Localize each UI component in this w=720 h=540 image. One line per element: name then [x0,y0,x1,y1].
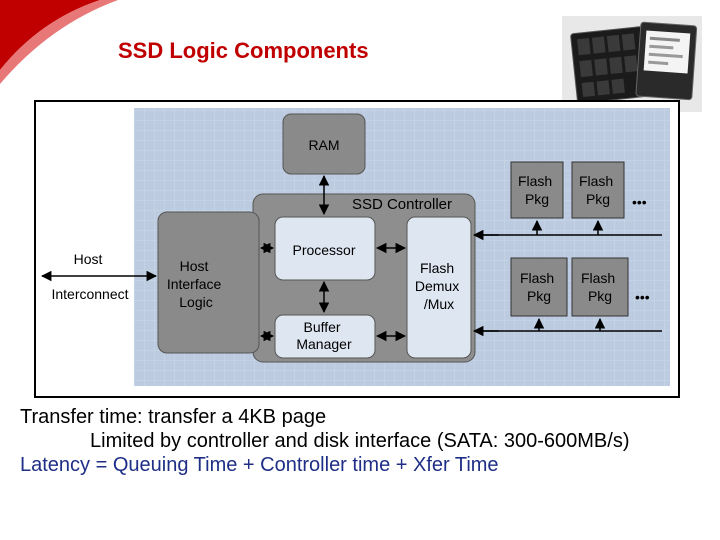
flash-pkg-box-1 [510,161,564,219]
ssd-architecture-diagram: RAM SSD Controller Host Interface Logic … [34,100,680,398]
bullet-transfer-time: Transfer time: transfer a 4KB page [20,406,327,428]
host-interface-logic-box [157,211,260,354]
buffer-manager-box [274,314,376,359]
slide-body: Transfer time: transfer a 4KB page Limit… [20,405,700,477]
interconnect-label: Interconnect [51,286,128,302]
processor-label: Processor [292,242,355,258]
red-swoosh-decoration [0,0,118,84]
flash-demux-label: Flash Demux /Mux [415,260,463,312]
flash-pkg-box-2 [571,161,625,219]
flash-pkg-label-2: Flash Pkg [579,173,617,207]
processor-box [274,216,376,281]
flash-pkg-label-4: Flash Pkg [581,270,619,304]
ssd-photo-icon [562,16,702,112]
ram-label: RAM [308,137,339,153]
host-interface-logic-label: Host Interface Logic [167,258,225,310]
host-label: Host [74,251,103,267]
buffer-manager-label: Buffer Manager [296,319,352,352]
flash-pkg-box-4 [571,257,629,317]
flash-pkg-label-3: Flash Pkg [520,270,558,304]
bullet-latency: Latency = Queuing Time + Controller time… [20,454,499,476]
flash-pkg-label-1: Flash Pkg [518,173,556,207]
bullet-limited-by: Limited by controller and disk interface… [90,430,630,452]
flash-demux-box [406,216,472,359]
ram-box [282,113,366,175]
flash-pkg-box-3 [510,257,568,317]
ellipsis-bottom: ••• [635,289,650,305]
slide-title: SSD Logic Components [118,38,369,63]
ssd-controller-title: SSD Controller [352,196,452,213]
ellipsis-top: ••• [632,194,647,210]
